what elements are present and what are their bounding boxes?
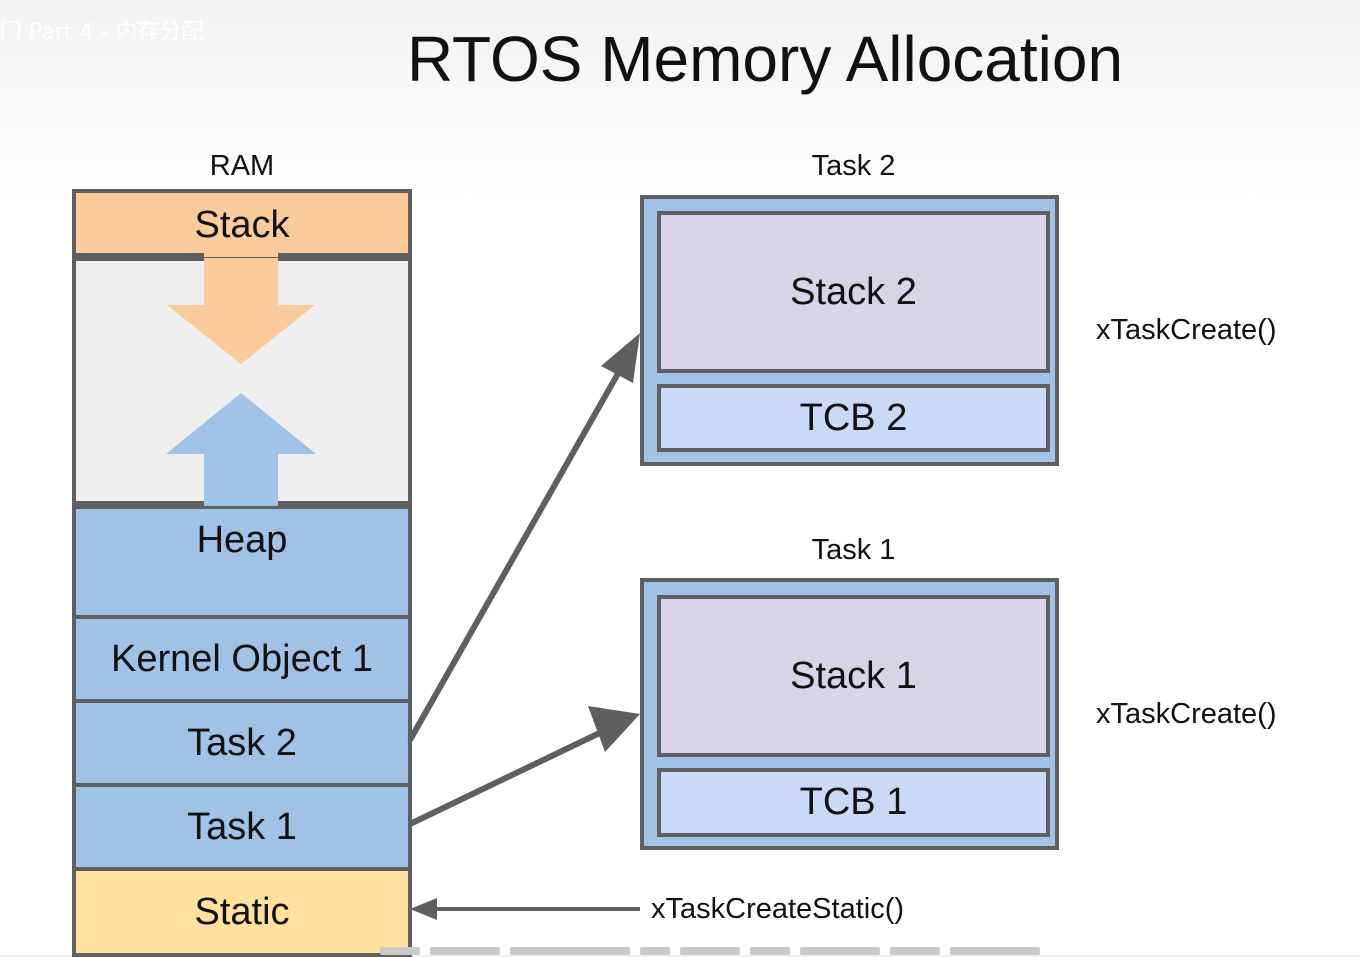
task-1-box: Stack 1 TCB 1 bbox=[640, 578, 1059, 850]
static-create-fn: xTaskCreateStatic() bbox=[651, 893, 905, 925]
ram-segment-task-1: Task 1 bbox=[76, 783, 408, 867]
task-1-stack-label: Stack 1 bbox=[790, 654, 917, 697]
task-1-tcb-label: TCB 1 bbox=[799, 781, 908, 823]
ram-heading: RAM bbox=[209, 150, 275, 182]
task-1-stack: Stack 1 bbox=[657, 595, 1050, 757]
video-caption: 门 Part 4 - 内存分配 bbox=[0, 20, 204, 45]
ram-segment-stack: Stack bbox=[76, 193, 408, 257]
task-2-create-fn: xTaskCreate() bbox=[1096, 314, 1277, 346]
task-1-connection-arrow bbox=[408, 706, 640, 827]
task-1-tcb: TCB 1 bbox=[657, 768, 1050, 837]
ram-segment-kernel-object-1: Kernel Object 1 bbox=[76, 615, 408, 699]
ram-segment-label: Task 1 bbox=[187, 805, 297, 848]
ram-segment-free bbox=[76, 257, 408, 505]
ram-segment-static: Static bbox=[76, 867, 408, 953]
ram-segment-label: Stack bbox=[194, 203, 290, 246]
task-1-create-fn: xTaskCreate() bbox=[1096, 698, 1277, 730]
task-2-heading: Task 2 bbox=[811, 150, 896, 182]
ram-segment-label: Heap bbox=[196, 519, 288, 561]
slide-title: RTOS Memory Allocation bbox=[406, 23, 1124, 95]
ram-segment-label: Static bbox=[194, 890, 290, 933]
task-2-connection-arrow bbox=[407, 333, 640, 742]
task-1-heading: Task 1 bbox=[811, 534, 896, 566]
cropped-subtitle-strip bbox=[380, 942, 1140, 955]
static-connection-arrow bbox=[410, 898, 640, 920]
task-2-box: Stack 2 TCB 2 bbox=[640, 195, 1059, 466]
task-2-stack-label: Stack 2 bbox=[790, 270, 917, 313]
task-2-tcb-label: TCB 2 bbox=[799, 396, 908, 439]
ram-block: Stack Heap Kernel Object 1 Task 2 Task 1… bbox=[72, 189, 412, 957]
task-2-tcb: TCB 2 bbox=[657, 384, 1050, 452]
ram-segment-label: Kernel Object 1 bbox=[111, 637, 373, 680]
ram-segment-task-2: Task 2 bbox=[76, 699, 408, 783]
ram-segment-heap: Heap bbox=[76, 505, 408, 615]
ram-segment-label: Task 2 bbox=[187, 721, 297, 764]
task-2-stack: Stack 2 bbox=[657, 211, 1050, 373]
